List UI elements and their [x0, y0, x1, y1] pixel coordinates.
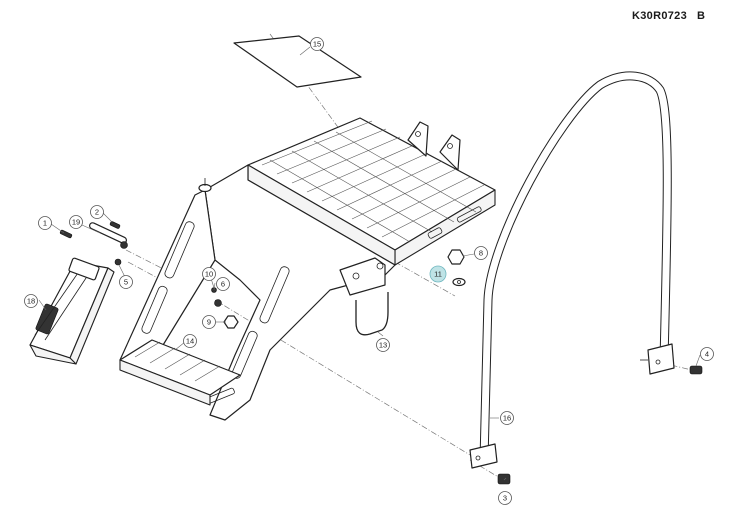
callout-circle [700, 347, 714, 361]
callout-circle [119, 275, 133, 289]
handrail [469, 71, 675, 469]
callout-circle [202, 267, 216, 281]
callout-label: 11 [434, 270, 442, 279]
callout-18: 18 [24, 294, 38, 308]
leader-lines [38, 46, 701, 481]
callout-19: 19 [69, 215, 83, 229]
callout-3: 3 [498, 491, 512, 505]
callout-circle [216, 277, 230, 291]
callout-label: 10 [205, 270, 213, 279]
callout-label: 4 [705, 350, 709, 359]
callout-label: 3 [503, 494, 507, 503]
callout-label: 6 [221, 280, 225, 289]
callout-9: 9 [202, 315, 216, 329]
callout-11: 11 [429, 265, 447, 283]
u-bolt [355, 292, 389, 336]
callout-label: 2 [95, 208, 99, 217]
callout-circle [202, 315, 216, 329]
callout-circle [90, 205, 104, 219]
hinge-pin [88, 222, 128, 249]
drawing-number: K30R0723 [632, 10, 687, 22]
callout-label: 1 [43, 219, 47, 228]
callout-circle [310, 37, 324, 51]
callout-label: 5 [124, 278, 128, 287]
step-ladder-assembly [119, 117, 496, 421]
callout-circle [429, 265, 447, 283]
callout-label: 15 [313, 40, 321, 49]
callout-circle [376, 338, 390, 352]
callout-circle [69, 215, 83, 229]
callout-8: 8 [474, 246, 488, 260]
callout-label: 8 [479, 249, 483, 258]
callout-15: 15 [310, 37, 324, 51]
callout-13: 13 [376, 338, 390, 352]
callout-6: 6 [216, 277, 230, 291]
callout-4: 4 [700, 347, 714, 361]
drawing-code: K30R0723 B [632, 10, 705, 22]
callout-2: 2 [90, 205, 104, 219]
callout-circle [183, 334, 197, 348]
drawing-revision: B [697, 10, 706, 22]
callout-circle [500, 411, 514, 425]
callout-label: 13 [379, 341, 387, 350]
callout-5: 5 [119, 275, 133, 289]
callout-label: 19 [72, 218, 80, 227]
hardware [59, 221, 703, 485]
callout-label: 18 [27, 297, 35, 306]
callout-10: 10 [202, 267, 216, 281]
callout-label: 14 [186, 337, 194, 346]
callout-16: 16 [500, 411, 514, 425]
callout-circle [24, 294, 38, 308]
decal-plate [233, 35, 362, 88]
callout-label: 9 [207, 318, 211, 327]
callout-label: 16 [503, 414, 511, 423]
hinge-block [29, 257, 115, 365]
callout-14: 14 [183, 334, 197, 348]
callout-1: 1 [38, 216, 52, 230]
callout-circle [38, 216, 52, 230]
callout-circle [474, 246, 488, 260]
callout-circle [498, 491, 512, 505]
